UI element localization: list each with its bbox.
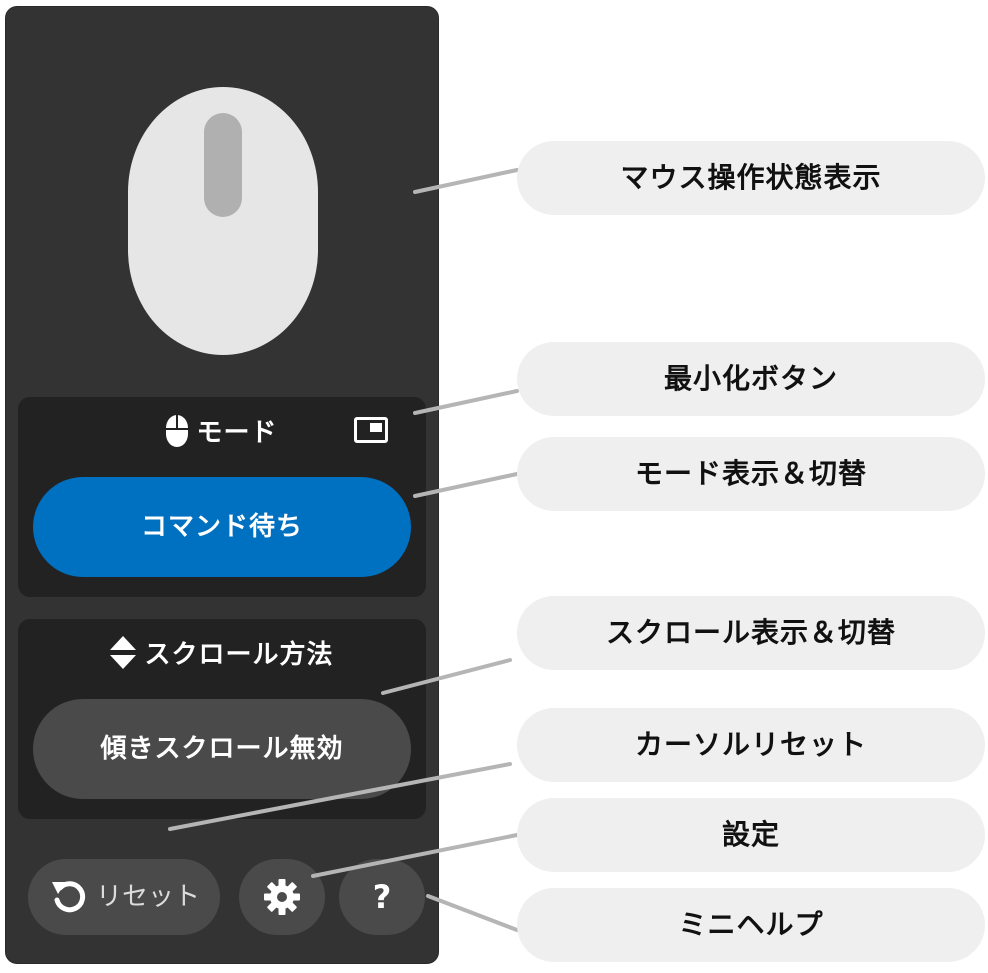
up-down-arrows-icon xyxy=(110,636,137,669)
rotate-left-icon xyxy=(52,881,86,913)
settings-button[interactable] xyxy=(239,859,325,935)
mode-title-label: モード xyxy=(196,418,278,448)
mini-help-button[interactable]: ? xyxy=(339,859,425,935)
gear-icon xyxy=(264,879,300,915)
callout-scroll: スクロール表示＆切替 xyxy=(517,596,985,670)
callout-minimize: 最小化ボタン xyxy=(517,342,985,416)
cursor-reset-button[interactable]: リセット xyxy=(28,859,220,935)
callout-mouse-state: マウス操作状態表示 xyxy=(517,141,985,215)
callout-mini-help: ミニヘルプ xyxy=(517,888,985,962)
minimize-window-icon xyxy=(370,423,382,432)
minimize-button[interactable] xyxy=(354,417,388,443)
callout-cursor-reset: カーソルリセット xyxy=(517,708,985,782)
mouse-icon xyxy=(166,415,189,447)
scroll-title: スクロール方法 xyxy=(18,635,426,675)
mouse-state-display xyxy=(128,87,318,355)
mode-section: モード コマンド待ち xyxy=(18,397,426,597)
callout-mode: モード表示＆切替 xyxy=(517,437,985,511)
scroll-mode-toggle-button[interactable]: 傾きスクロール無効 xyxy=(33,699,411,799)
reset-label: リセット xyxy=(96,882,201,912)
mode-title: モード xyxy=(18,413,426,453)
help-label: ? xyxy=(372,878,392,916)
scroll-section: スクロール方法 傾きスクロール無効 xyxy=(18,619,426,819)
mode-toggle-button[interactable]: コマンド待ち xyxy=(33,477,411,577)
mouse-wheel-indicator xyxy=(204,113,242,217)
callout-settings: 設定 xyxy=(517,798,985,872)
scroll-title-label: スクロール方法 xyxy=(144,640,334,670)
control-panel: モード コマンド待ち スクロール方法 傾きスクロール無効 リセット xyxy=(5,6,439,964)
